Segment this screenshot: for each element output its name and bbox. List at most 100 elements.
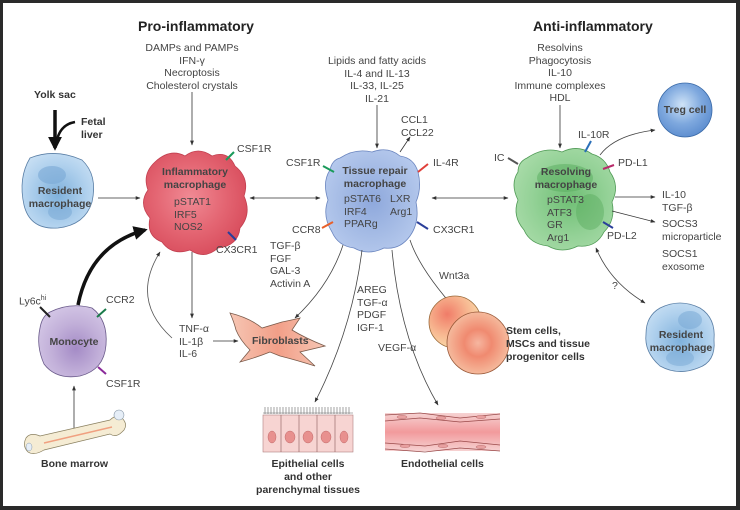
yolk-sac-label: Yolk sac <box>34 89 76 101</box>
stimulus: Phagocytosis <box>528 54 592 67</box>
inflammatory-markers: pSTAT1 IRF5 NOS2 <box>174 196 211 234</box>
il4r-receptor-repair <box>417 163 429 173</box>
ccr2-label: CCR2 <box>106 294 135 306</box>
repair-stimuli-list: Lipids and fatty acids IL-4 and IL-13 IL… <box>327 55 427 105</box>
tissue-repair-macrophage <box>325 149 420 253</box>
csf1r-label-inflammatory: CSF1R <box>237 143 272 155</box>
cx3cr1-receptor-inflammatory <box>227 231 237 241</box>
repair-markers-left: pSTAT6 IRF4 PPARg <box>344 193 381 231</box>
csf1r-label-repair: CSF1R <box>286 157 321 169</box>
factor: TGF-β <box>662 201 693 214</box>
ly6c-label: Ly6chi <box>19 293 46 308</box>
stimulus: HDL <box>549 92 571 104</box>
csf1r-label-monocyte: CSF1R <box>106 378 141 390</box>
marker: pSTAT3 <box>547 194 584 206</box>
marker: pSTAT1 <box>174 196 211 208</box>
il4r-label-repair: IL-4R <box>433 157 459 169</box>
arrow-monocyte-to-inflammatory <box>76 226 148 306</box>
pro-inflammatory-header: Pro-inflammatory <box>138 18 254 34</box>
fetal-liver-arrow <box>54 120 76 147</box>
inflammatory-cytokines: TNF-α IL-1β IL-6 <box>179 323 209 361</box>
marker: pSTAT6 <box>344 193 381 205</box>
stimulus: Resolvins <box>537 42 583 54</box>
resolving-markers: pSTAT3 ATF3 GR Arg1 <box>547 194 584 244</box>
arrow-cytokines-loop <box>147 251 173 339</box>
inflammatory-macrophage <box>143 150 248 255</box>
treg-cell <box>657 82 713 138</box>
csf1r-receptor-inflammatory <box>225 151 235 161</box>
arrow-resolving-resident-bidirectional <box>595 247 646 304</box>
stimulus: IL-33, IL-25 <box>350 80 404 92</box>
arrow-repair-to-fibroblasts <box>294 244 344 319</box>
bone-marrow-bone <box>24 409 126 454</box>
monocyte-label: Monocyte <box>49 336 99 348</box>
csf1r-receptor-monocyte <box>97 366 107 375</box>
stimulus: IL-4 and IL-13 <box>344 67 410 80</box>
epithelial-factors: AREG TGF-α PDGF IGF-1 <box>357 284 388 334</box>
ic-label: IC <box>494 152 505 164</box>
cytokine: IL-6 <box>179 348 198 360</box>
ccl-secreted: CCL1 CCL22 <box>401 114 434 139</box>
marker: PPARg <box>344 218 378 230</box>
fibroblast-factors: TGF-β FGF GAL-3 Activin A <box>270 240 310 290</box>
ly6c-text: Ly6c <box>19 295 41 308</box>
cx3cr1-label-inflammatory: CX3CR1 <box>216 244 258 256</box>
endothelial-vessel <box>384 412 501 453</box>
resident-macrophage-left-label: Resident macrophage <box>25 185 95 210</box>
stimulus: IL-21 <box>365 92 389 105</box>
label-line: and other <box>284 471 332 483</box>
resolving-output-il10: IL-10 TGF-β <box>662 189 693 214</box>
label-line: Stem cells, <box>506 325 561 337</box>
stimulus: DAMPs and PAMPs <box>145 42 239 54</box>
factor: IGF-1 <box>357 321 384 334</box>
cx3cr1-label-repair: CX3CR1 <box>433 224 475 236</box>
resident-macrophage-right <box>645 302 715 372</box>
factor: exosome <box>662 260 705 273</box>
marker: IRF4 <box>344 205 367 218</box>
unknown-link-question: ? <box>612 280 618 292</box>
factor: microparticle <box>662 230 722 243</box>
factor: IL-10 <box>662 189 686 201</box>
bone-marrow-label: Bone marrow <box>41 458 109 470</box>
marker: NOS2 <box>174 221 203 233</box>
arrow-resolving-to-socs3 <box>611 210 656 223</box>
label-line: Epithelial cells <box>271 458 345 470</box>
anti-stimuli-list: Resolvins Phagocytosis IL-10 Immune comp… <box>510 42 610 105</box>
pro-stimuli-list: DAMPs and PAMPs IFN-γ Necroptosis Choles… <box>142 42 242 92</box>
label-line: parenchymal tissues <box>256 484 360 496</box>
fibroblast-cell <box>229 312 327 367</box>
resident-macrophage-left <box>21 153 95 229</box>
treg-cell-label: Treg cell <box>663 104 707 116</box>
label-line: macrophage <box>163 178 227 191</box>
pdl2-receptor <box>602 221 614 229</box>
marker: ATF3 <box>547 206 572 219</box>
stem-cells-label: Stem cells, MSCs and tissue progenitor c… <box>506 325 590 364</box>
stimulus: IL-10 <box>548 67 572 79</box>
label-line: macrophage <box>28 197 92 210</box>
stimulus: IFN-γ <box>179 54 205 67</box>
il10r-label: IL-10R <box>578 129 610 141</box>
resident-macrophage-right-label: Resident macrophage <box>646 329 716 354</box>
factor: GAL-3 <box>270 265 301 277</box>
resolving-macrophage-label: Resolving macrophage <box>528 166 604 191</box>
arrow-repair-to-epithelial <box>314 249 363 403</box>
label-line: MSCs and tissue <box>506 338 591 350</box>
ccr8-receptor-repair <box>321 221 334 229</box>
stimulus: Immune complexes <box>514 79 606 92</box>
resolving-output-socs3: SOCS3 microparticle <box>662 218 722 243</box>
pdl1-receptor <box>602 164 615 170</box>
stem-cells <box>428 295 510 375</box>
marker: LXR <box>390 193 411 205</box>
label-line: liver <box>81 128 103 141</box>
repair-markers-right: LXR Arg1 <box>390 193 412 218</box>
marker: Arg1 <box>390 205 413 218</box>
label-line: macrophage <box>343 177 407 190</box>
label-line: Resolving <box>540 166 592 178</box>
marker: GR <box>547 219 563 231</box>
factor: FGF <box>270 252 291 265</box>
pdl2-label: PD-L2 <box>607 230 637 242</box>
label-line: macrophage <box>649 341 713 354</box>
epithelial-label: Epithelial cells and other parenchymal t… <box>248 458 368 497</box>
tissue-repair-macrophage-label: Tissue repair macrophage <box>335 165 415 190</box>
ic-receptor <box>507 157 519 165</box>
